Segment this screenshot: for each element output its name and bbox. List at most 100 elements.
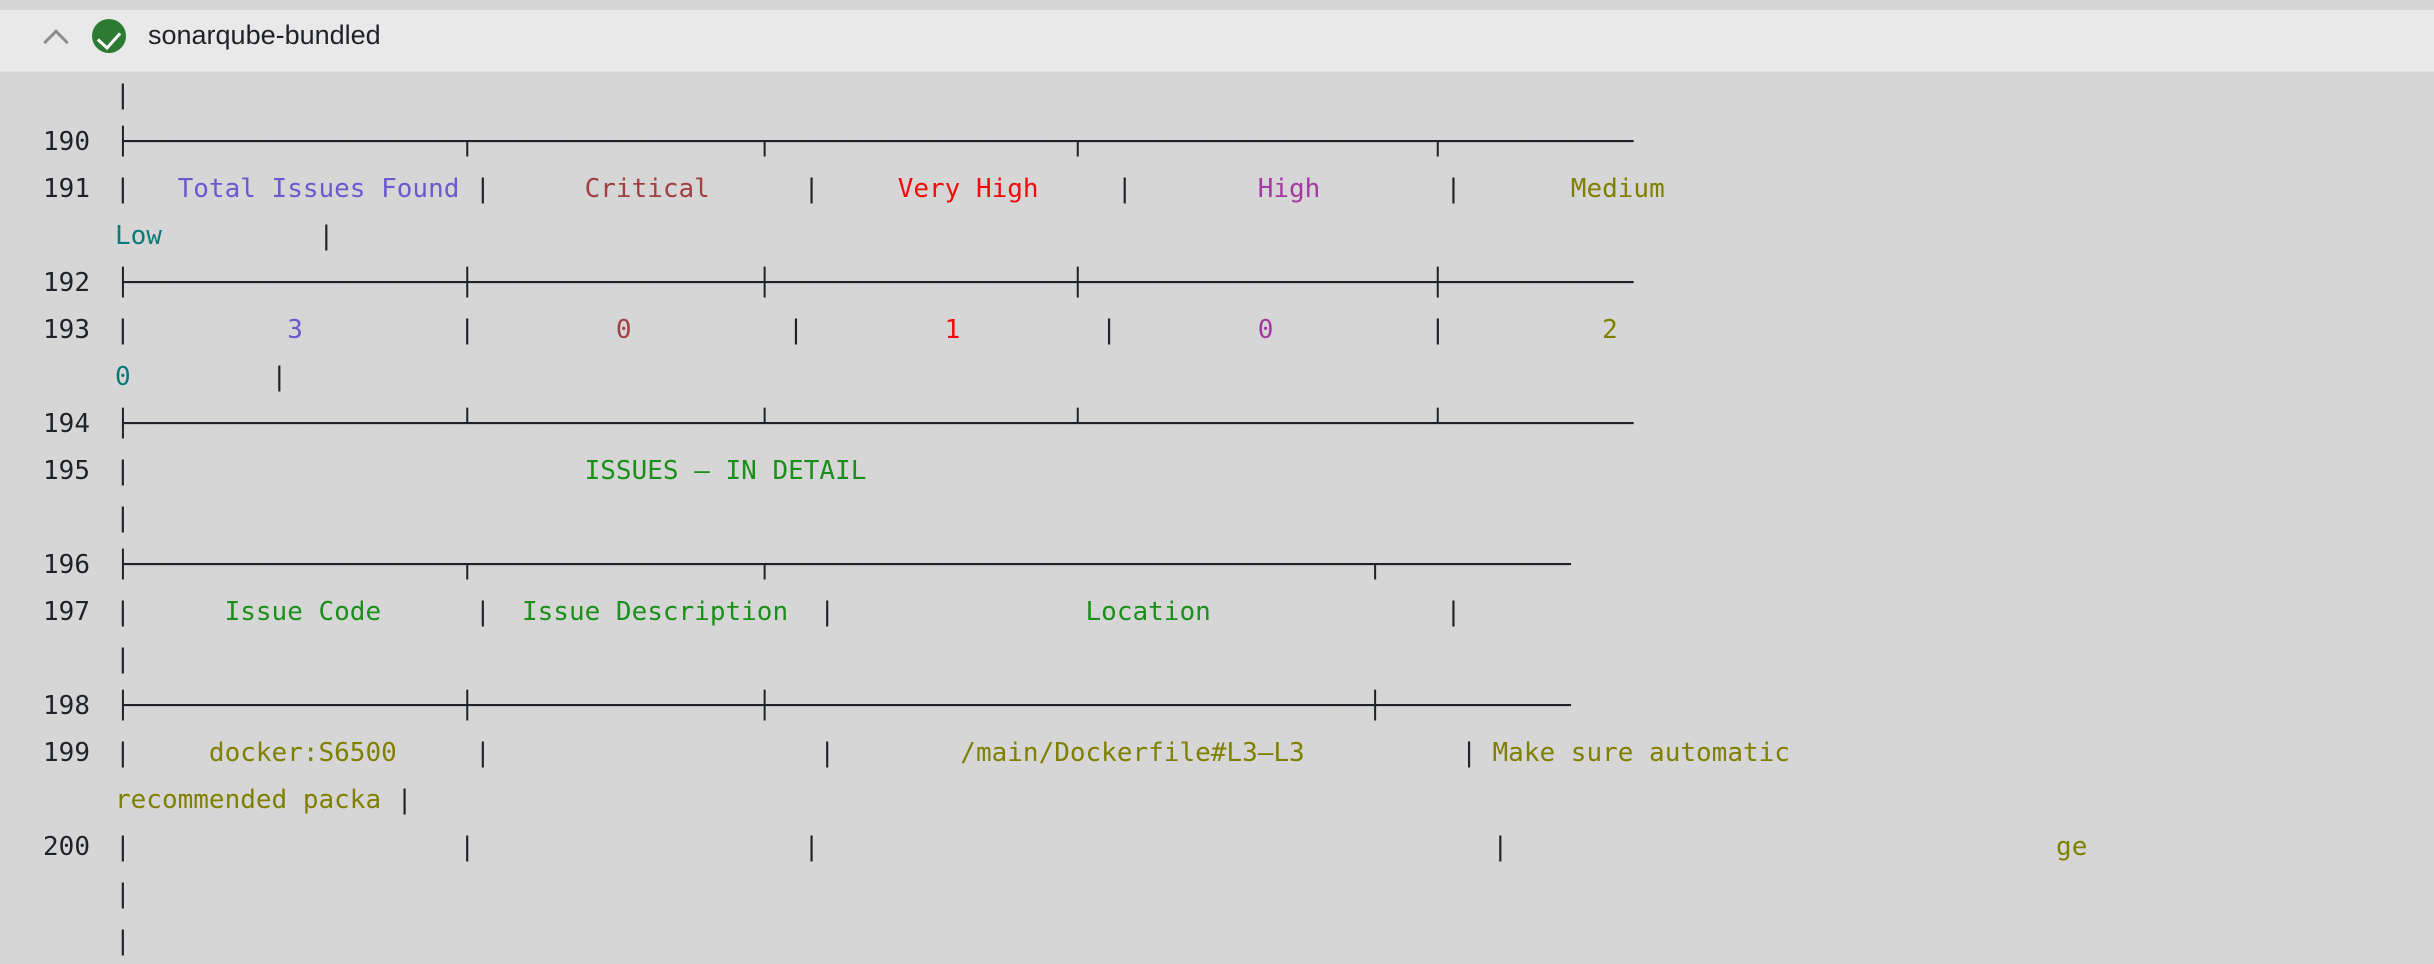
log-text-segment: | <box>1429 315 1446 345</box>
line-number: 194 <box>43 409 90 439</box>
log-line: 196 ├─────────────────────┬──────────────… <box>0 542 2434 589</box>
line-number: 198 <box>43 691 90 721</box>
log-line-content: | <box>90 636 2434 683</box>
log-line-content: | <box>90 495 2434 542</box>
log-line-content: | | | | ge <box>90 824 2434 871</box>
log-line-content: | <box>90 871 2434 918</box>
log-text-segment: Make sure automatic <box>1476 738 1790 768</box>
log-text-segment: | <box>475 597 491 627</box>
log-text-segment <box>475 832 804 862</box>
log-line-content: ├─────────────────────┬─────────────────… <box>90 542 2434 589</box>
line-number: 200 <box>43 832 90 862</box>
log-text-segment <box>131 832 460 862</box>
log-text-segment: High <box>1132 174 1446 204</box>
log-text-segment: | <box>803 174 820 204</box>
step-title: sonarqube-bundled <box>148 20 381 50</box>
log-text-segment: | <box>115 315 131 345</box>
log-line-content: | ISSUES — IN DETAIL <box>90 448 2434 495</box>
log-text-segment: | <box>115 644 131 674</box>
line-number: 191 <box>43 174 90 204</box>
log-text-segment: | <box>115 174 131 204</box>
log-text-segment: | <box>115 832 131 862</box>
log-text-segment <box>819 832 1492 862</box>
log-step-header[interactable]: sonarqube-bundled <box>0 0 2434 72</box>
log-line-content: Low | <box>90 213 2434 260</box>
log-text-segment: Critical <box>490 174 804 204</box>
log-line: 194 ├─────────────────────┴──────────────… <box>0 401 2434 448</box>
log-text-segment: 3 <box>130 315 460 345</box>
log-text-segment: | <box>475 738 491 768</box>
log-text-segment: | <box>396 785 413 815</box>
log-text-segment: ├─────────────────────┴─────────────────… <box>115 409 1634 439</box>
log-text-segment: ├─────────────────────┼─────────────────… <box>115 691 1571 721</box>
log-text-segment: | <box>115 503 131 533</box>
log-text-segment: | <box>1101 315 1117 345</box>
log-text-segment: | <box>1445 597 1462 627</box>
log-line-wrapped: | <box>0 495 2434 542</box>
log-line: 190 ├─────────────────────┬──────────────… <box>0 119 2434 166</box>
log-text-segment: ├─────────────────────┬─────────────────… <box>115 127 1634 157</box>
log-text-segment: | <box>1445 174 1462 204</box>
log-text-segment: 0 <box>115 362 131 392</box>
log-line: 191| Total Issues Found | Critical | Ver… <box>0 166 2434 213</box>
line-number: 192 <box>43 268 90 298</box>
log-text-segment: ├─────────────────────┼─────────────────… <box>115 268 1634 298</box>
log-line-content: 0 | <box>90 354 2434 401</box>
log-text-segment <box>162 221 319 251</box>
log-text-segment: | <box>819 738 836 768</box>
line-number: 195 <box>43 456 90 486</box>
log-text-segment: | <box>1492 832 1509 862</box>
log-text-segment: | <box>459 832 476 862</box>
log-text-segment: docker:S6500 <box>130 738 476 768</box>
log-text-segment: | <box>1461 738 1477 768</box>
log-line-wrapped: 0 | <box>0 354 2434 401</box>
log-line-content: | Issue Code | Issue Description | Locat… <box>90 589 2434 636</box>
chevron-up-icon[interactable] <box>42 21 72 51</box>
log-text-segment: | <box>115 80 131 110</box>
log-text-segment: Low <box>115 221 162 251</box>
check-circle-icon <box>92 18 126 53</box>
log-text-segment: Total Issues Found <box>130 174 476 204</box>
log-text-segment: | <box>115 597 131 627</box>
log-line: 200| | | | ge <box>0 824 2434 871</box>
log-text-segment: Issue Description <box>490 597 820 627</box>
log-lines-container: | 190 ├─────────────────────┬─────────────… <box>0 72 2434 964</box>
log-text-segment: Location <box>835 597 1446 627</box>
log-text-segment: | <box>318 221 335 251</box>
log-text-segment: | <box>271 362 288 392</box>
log-text-segment: 1 <box>803 315 1102 345</box>
line-number: 190 <box>43 127 90 157</box>
log-text-segment: | <box>475 174 491 204</box>
log-line-content: ├─────────────────────┴─────────────────… <box>90 401 2434 448</box>
log-text-segment: | <box>788 315 804 345</box>
log-text-segment: ├─────────────────────┬─────────────────… <box>115 550 1571 580</box>
log-line-wrapped: recommended packa | <box>0 777 2434 824</box>
log-text-segment: Very High <box>819 174 1117 204</box>
line-number: 193 <box>43 315 90 345</box>
log-line: 192 ├─────────────────────┼──────────────… <box>0 260 2434 307</box>
log-line-content: | docker:S6500 | | /main/Dockerfile#L3–L… <box>90 730 2434 777</box>
log-line-content: | <box>90 918 2434 964</box>
line-number: 196 <box>43 550 90 580</box>
log-output-console[interactable]: | 190 ├─────────────────────┬─────────────… <box>0 72 2434 964</box>
line-number: 197 <box>43 597 90 627</box>
log-line-content: | Total Issues Found | Critical | Very H… <box>90 166 2434 213</box>
log-text-segment: | <box>115 879 131 909</box>
log-line: 195| ISSUES — IN DETAIL <box>0 448 2434 495</box>
log-line-content: ├─────────────────────┼─────────────────… <box>90 260 2434 307</box>
log-line-wrapped: Low | <box>0 213 2434 260</box>
log-line-content: ├─────────────────────┼─────────────────… <box>90 683 2434 730</box>
log-line: 198 ├─────────────────────┼──────────────… <box>0 683 2434 730</box>
log-text-segment: ge <box>1508 832 2088 862</box>
log-line-wrapped: | <box>0 871 2434 918</box>
log-line: 199| docker:S6500 | | /main/Dockerfile#L… <box>0 730 2434 777</box>
log-line-content: | 3 | 0 | 1 | 0 | 2 <box>90 307 2434 354</box>
log-text-segment: | <box>115 738 131 768</box>
log-text-segment: | <box>115 926 131 956</box>
log-line: 197| Issue Code | Issue Description | Lo… <box>0 589 2434 636</box>
log-text-segment: /main/Dockerfile#L3–L3 <box>835 738 1462 768</box>
log-text-segment: | <box>1116 174 1133 204</box>
log-line: | <box>0 72 2434 119</box>
log-line-wrapped: | <box>0 918 2434 964</box>
log-line-content: recommended packa | <box>90 777 2434 824</box>
